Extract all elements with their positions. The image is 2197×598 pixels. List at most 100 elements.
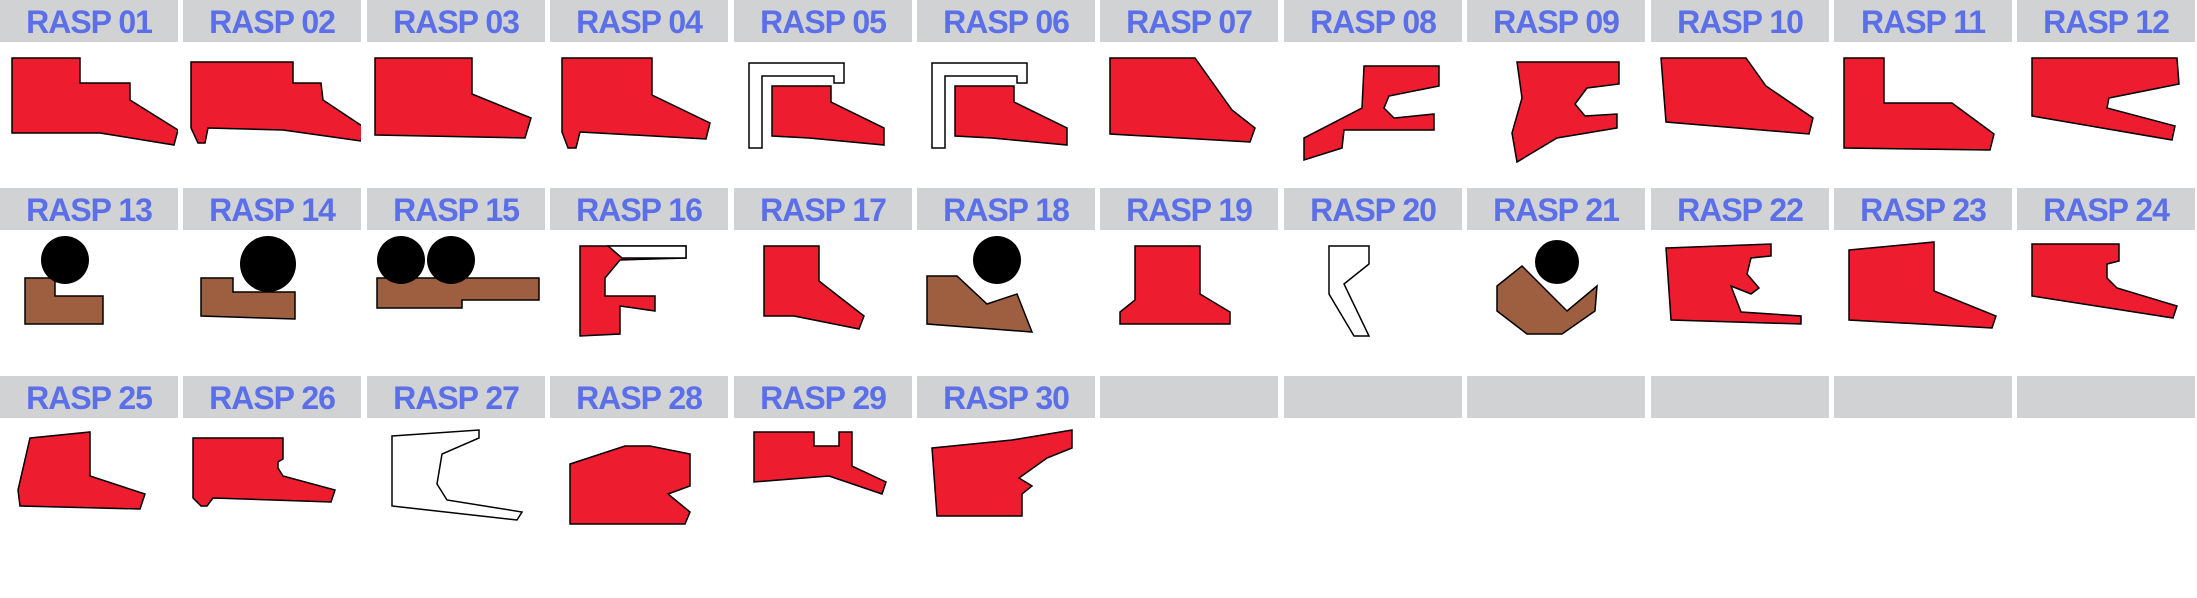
profile-label: RASP 04 — [550, 0, 728, 42]
profile-label: RASP 11 — [1834, 0, 2012, 42]
seal-profile-card: RASP 20 — [1284, 188, 1462, 373]
profile-label: RASP 30 — [917, 376, 1095, 418]
seal-cross-section — [734, 424, 912, 561]
profile-label: RASP 28 — [550, 376, 728, 418]
profile-label: RASP 21 — [1467, 188, 1645, 230]
seal-profile-card: RASP 29 — [734, 376, 912, 561]
empty-profile-slot — [2017, 376, 2195, 561]
seal-cross-section — [1651, 236, 1829, 373]
seal-profile-card: RASP 01 — [0, 0, 178, 185]
profile-label — [2017, 376, 2195, 418]
seal-cross-section — [1467, 48, 1645, 185]
profile-label: RASP 18 — [917, 188, 1095, 230]
seal-cross-section — [1284, 236, 1462, 373]
seal-profile-card: RASP 09 — [1467, 0, 1645, 185]
seal-profile-card: RASP 18 — [917, 188, 1095, 373]
profile-label: RASP 01 — [0, 0, 178, 42]
seal-cross-section — [917, 48, 1095, 185]
profile-label: RASP 14 — [183, 188, 361, 230]
seal-cross-section — [734, 236, 912, 373]
profile-label: RASP 09 — [1467, 0, 1645, 42]
seal-profile-card: RASP 17 — [734, 188, 912, 373]
seal-cross-section — [1651, 48, 1829, 185]
profile-label: RASP 24 — [2017, 188, 2195, 230]
profile-label: RASP 08 — [1284, 0, 1462, 42]
seal-profile-card: RASP 06 — [917, 0, 1095, 185]
profile-label: RASP 10 — [1651, 0, 1829, 42]
seal-profile-card: RASP 19 — [1100, 188, 1278, 373]
profile-label: RASP 19 — [1100, 188, 1278, 230]
profile-label: RASP 16 — [550, 188, 728, 230]
seal-cross-section — [183, 236, 361, 373]
seal-cross-section — [917, 424, 1095, 561]
profile-label — [1834, 376, 2012, 418]
empty-profile-slot — [1100, 376, 1278, 561]
seal-profile-card: RASP 12 — [2017, 0, 2195, 185]
seal-profile-card: RASP 30 — [917, 376, 1095, 561]
profile-label: RASP 22 — [1651, 188, 1829, 230]
seal-profile-card: RASP 16 — [550, 188, 728, 373]
seal-profile-card: RASP 04 — [550, 0, 728, 185]
seal-profile-card: RASP 03 — [367, 0, 545, 185]
seal-profile-card: RASP 27 — [367, 376, 545, 561]
seal-cross-section — [1834, 48, 2012, 185]
profile-label: RASP 06 — [917, 0, 1095, 42]
empty-profile-slot — [1284, 376, 1462, 561]
seal-cross-section — [367, 236, 545, 373]
seal-profile-card: RASP 22 — [1651, 188, 1829, 373]
seal-profile-card: RASP 05 — [734, 0, 912, 185]
seal-profile-card: RASP 28 — [550, 376, 728, 561]
seal-profile-card: RASP 02 — [183, 0, 361, 185]
profile-label: RASP 12 — [2017, 0, 2195, 42]
seal-cross-section — [183, 424, 361, 561]
seal-profile-card: RASP 23 — [1834, 188, 2012, 373]
profile-label: RASP 17 — [734, 188, 912, 230]
empty-profile-slot — [1651, 376, 1829, 561]
seal-profile-card: RASP 25 — [0, 376, 178, 561]
profile-label — [1467, 376, 1645, 418]
profile-label: RASP 20 — [1284, 188, 1462, 230]
seal-profile-card: RASP 24 — [2017, 188, 2195, 373]
profile-label — [1100, 376, 1278, 418]
profile-label: RASP 15 — [367, 188, 545, 230]
seal-cross-section — [550, 236, 728, 373]
seal-profile-card: RASP 11 — [1834, 0, 2012, 185]
seal-cross-section — [367, 48, 545, 185]
profile-label: RASP 27 — [367, 376, 545, 418]
seal-profile-card: RASP 26 — [183, 376, 361, 561]
profile-label: RASP 07 — [1100, 0, 1278, 42]
seal-profile-card: RASP 10 — [1651, 0, 1829, 185]
profile-label: RASP 05 — [734, 0, 912, 42]
seal-profile-card: RASP 15 — [367, 188, 545, 373]
seal-cross-section — [1100, 236, 1278, 373]
seal-profile-card: RASP 08 — [1284, 0, 1462, 185]
seal-profile-card: RASP 14 — [183, 188, 361, 373]
profile-label: RASP 29 — [734, 376, 912, 418]
seal-cross-section — [0, 424, 178, 561]
empty-profile-slot — [1467, 376, 1645, 561]
profile-label: RASP 03 — [367, 0, 545, 42]
profile-label: RASP 26 — [183, 376, 361, 418]
seal-profile-card: RASP 21 — [1467, 188, 1645, 373]
seal-cross-section — [1284, 48, 1462, 185]
seal-cross-section — [0, 236, 178, 373]
seal-cross-section — [367, 424, 545, 561]
seal-cross-section — [1834, 236, 2012, 373]
seal-cross-section — [2017, 48, 2195, 185]
seal-profile-card: RASP 13 — [0, 188, 178, 373]
profile-label — [1651, 376, 1829, 418]
seal-cross-section — [550, 424, 728, 561]
seal-cross-section — [183, 48, 361, 185]
seal-cross-section — [550, 48, 728, 185]
seal-cross-section — [0, 48, 178, 185]
seal-cross-section — [1467, 236, 1645, 373]
profile-label: RASP 13 — [0, 188, 178, 230]
seal-cross-section — [2017, 236, 2195, 373]
profile-label — [1284, 376, 1462, 418]
seal-cross-section — [917, 236, 1095, 373]
profile-label: RASP 23 — [1834, 188, 2012, 230]
seal-cross-section — [734, 48, 912, 185]
profile-label: RASP 25 — [0, 376, 178, 418]
profile-label: RASP 02 — [183, 0, 361, 42]
